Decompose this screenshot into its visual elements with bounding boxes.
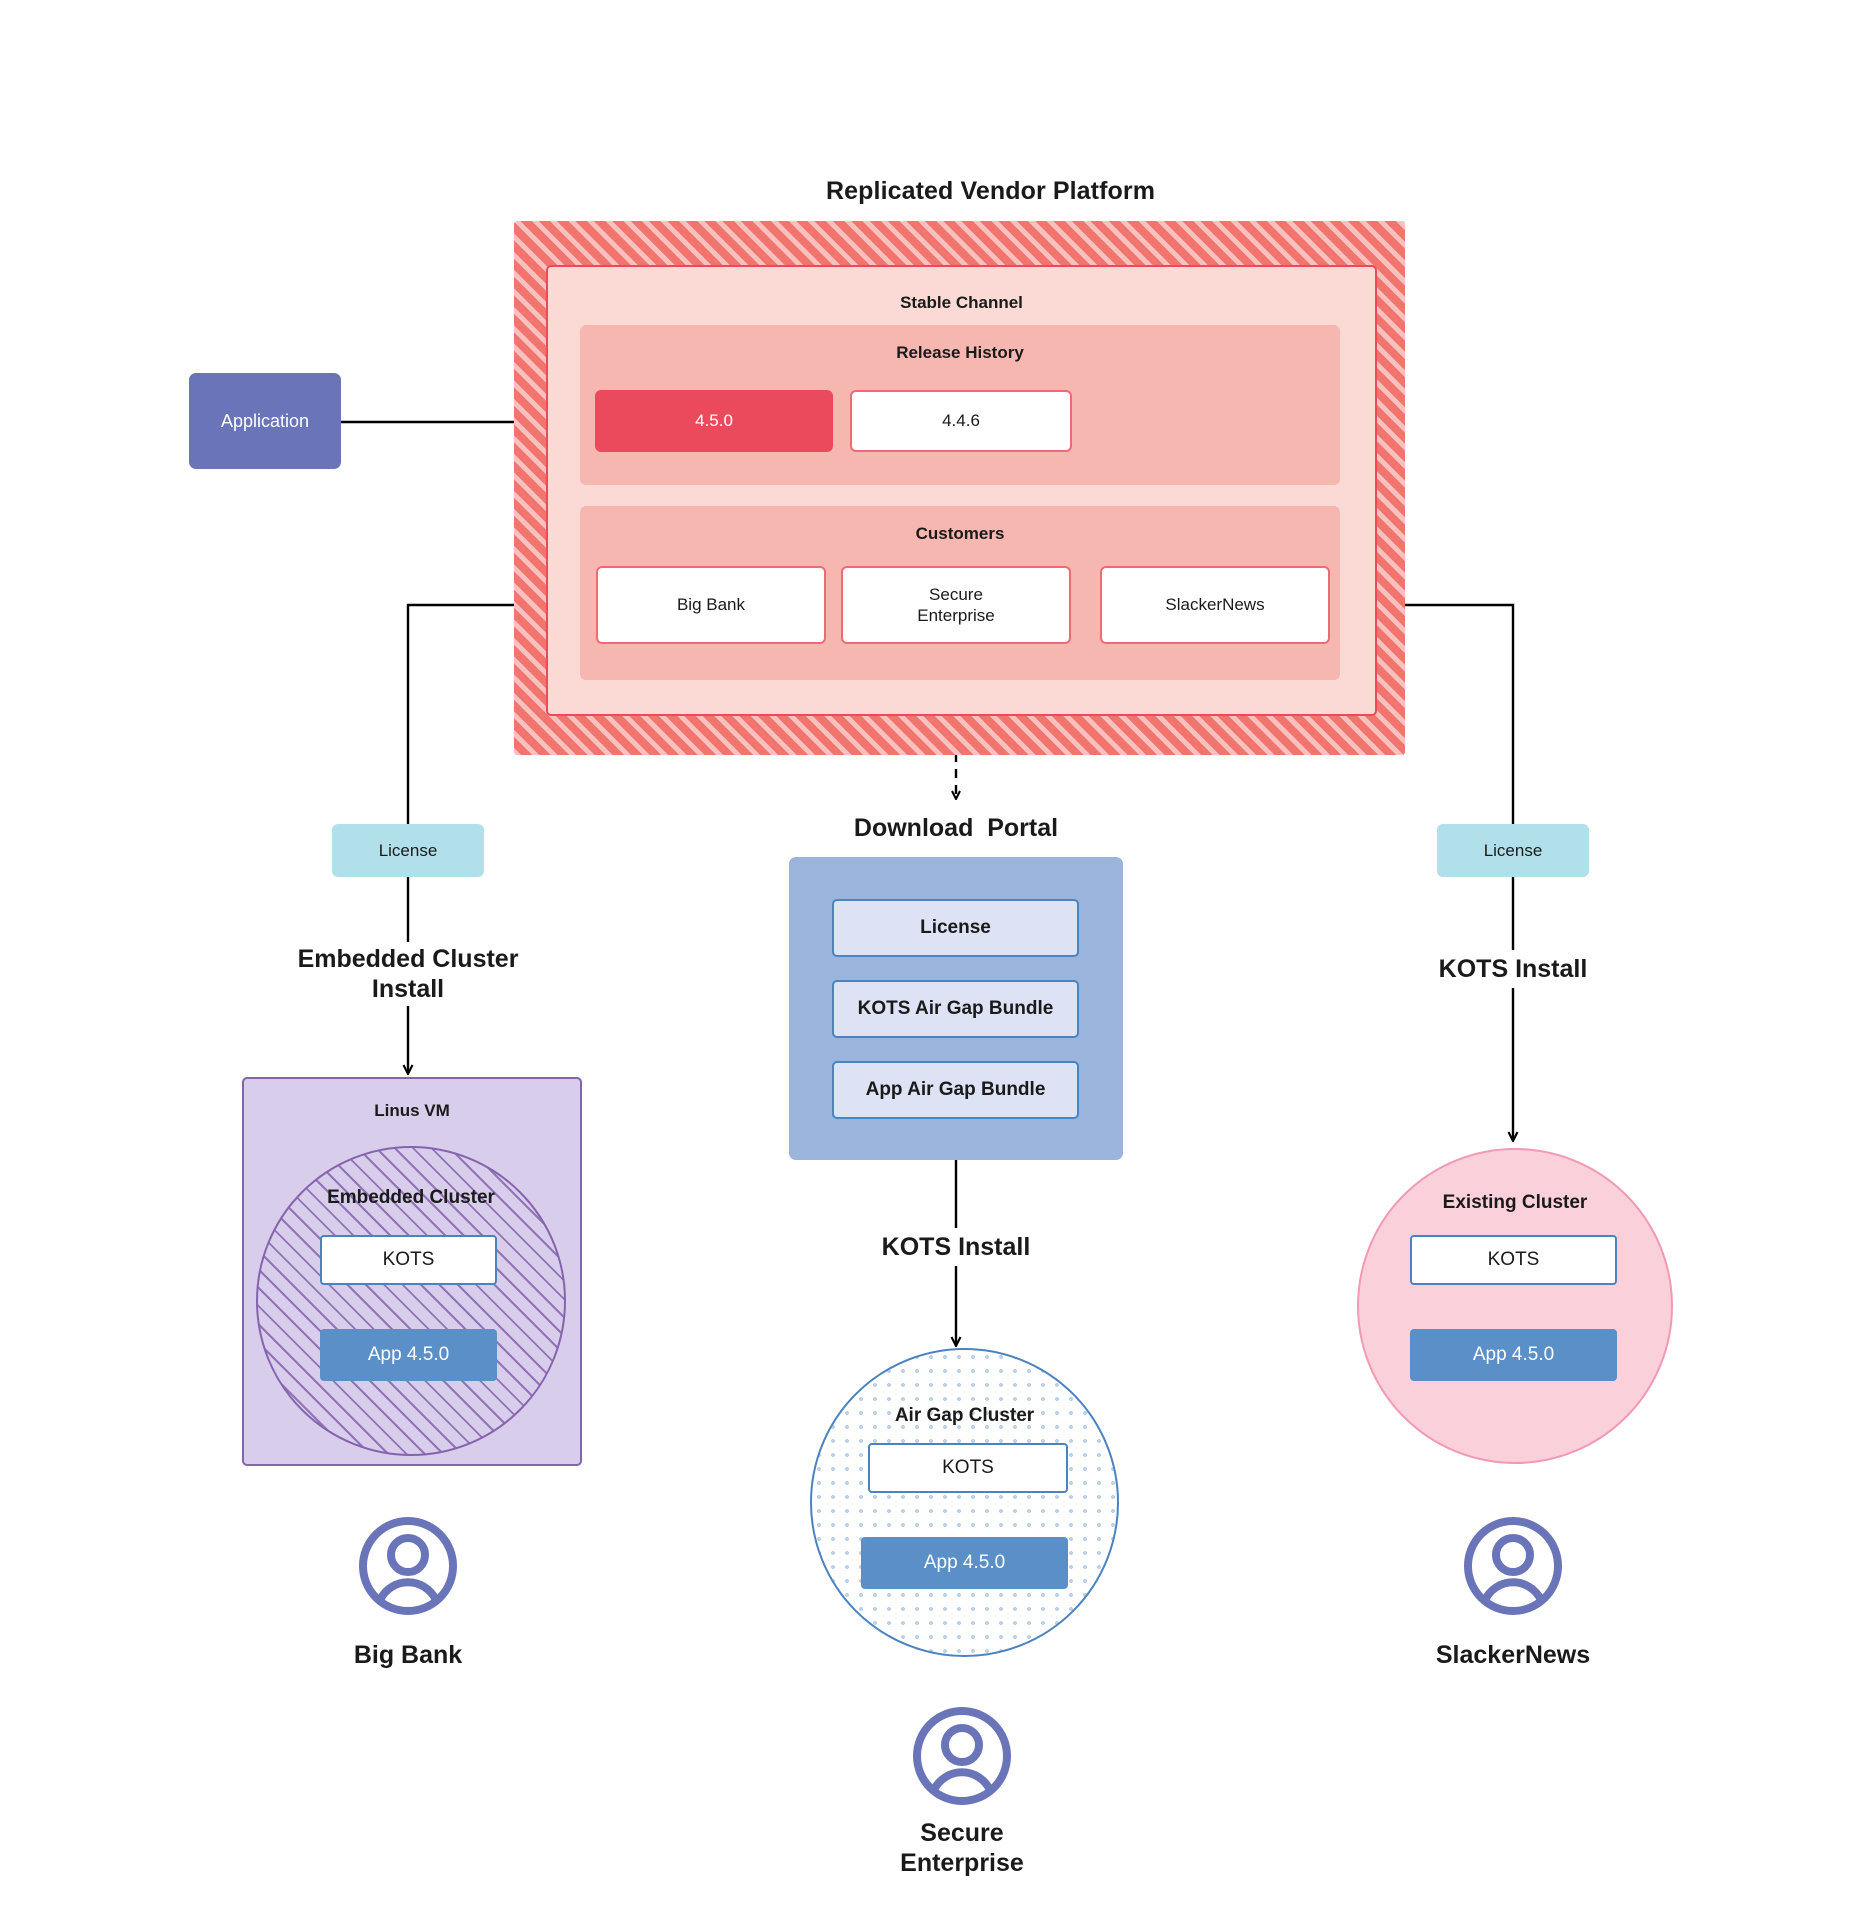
page-title: Replicated Vendor Platform <box>826 177 1156 205</box>
customer-box-slackernews[interactable]: SlackerNews <box>1100 566 1330 644</box>
portal-item-kots-air-gap-bundle[interactable]: KOTS Air Gap Bundle <box>832 980 1079 1038</box>
license-chip-left[interactable]: License <box>332 824 484 877</box>
app-version-box-right[interactable]: App 4.5.0 <box>1410 1329 1617 1381</box>
avatar-secure-enterprise <box>912 1706 1012 1806</box>
portal-item-app-air-gap-bundle[interactable]: App Air Gap Bundle <box>832 1061 1079 1119</box>
user-avatar-icon <box>913 1707 1011 1805</box>
app-version-box-left[interactable]: App 4.5.0 <box>320 1329 497 1381</box>
existing-cluster-label: Existing Cluster <box>1442 1192 1588 1213</box>
user-avatar-icon <box>1464 1517 1562 1615</box>
edge-label-kots-install-center: KOTS Install <box>836 1228 1076 1266</box>
customer-box-secure-enterprise[interactable]: Secure Enterprise <box>841 566 1071 644</box>
portal-item-license[interactable]: License <box>832 899 1079 957</box>
customer-label-big-bank: Big Bank <box>353 1640 463 1669</box>
release-version-previous[interactable]: 4.4.6 <box>850 390 1072 452</box>
customer-box-big-bank[interactable]: Big Bank <box>596 566 826 644</box>
release-version-current[interactable]: 4.5.0 <box>595 390 833 452</box>
release-history-label: Release History <box>896 343 1024 362</box>
edge-label-embedded-cluster-install: Embedded Cluster Install <box>258 942 558 1006</box>
edge-label-kots-install-right: KOTS Install <box>1393 950 1633 988</box>
application-node[interactable]: Application <box>189 373 341 469</box>
user-avatar-icon <box>359 1517 457 1615</box>
customer-label-secure-enterprise: Secure Enterprise <box>900 1818 1024 1878</box>
air-gap-cluster-label: Air Gap Cluster <box>894 1405 1035 1426</box>
download-portal-title: Download Portal <box>853 813 1059 842</box>
avatar-slackernews <box>1463 1516 1563 1616</box>
kots-box-right[interactable]: KOTS <box>1410 1235 1617 1285</box>
air-gap-cluster-circle: Air Gap Cluster <box>810 1348 1119 1657</box>
existing-cluster-circle: Existing Cluster <box>1357 1148 1673 1464</box>
linus-vm-label: Linus VM <box>374 1101 450 1120</box>
embedded-cluster-label: Embedded Cluster <box>327 1187 495 1208</box>
license-chip-right[interactable]: License <box>1437 824 1589 877</box>
kots-box-left[interactable]: KOTS <box>320 1235 497 1285</box>
app-version-box-center[interactable]: App 4.5.0 <box>861 1537 1068 1589</box>
customer-label-slackernews: SlackerNews <box>1435 1640 1591 1669</box>
stable-channel-label: Stable Channel <box>900 293 1023 312</box>
kots-box-center[interactable]: KOTS <box>868 1443 1068 1493</box>
embedded-cluster-circle: Embedded Cluster <box>256 1146 566 1456</box>
avatar-big-bank <box>358 1516 458 1616</box>
customers-label: Customers <box>915 524 1005 543</box>
